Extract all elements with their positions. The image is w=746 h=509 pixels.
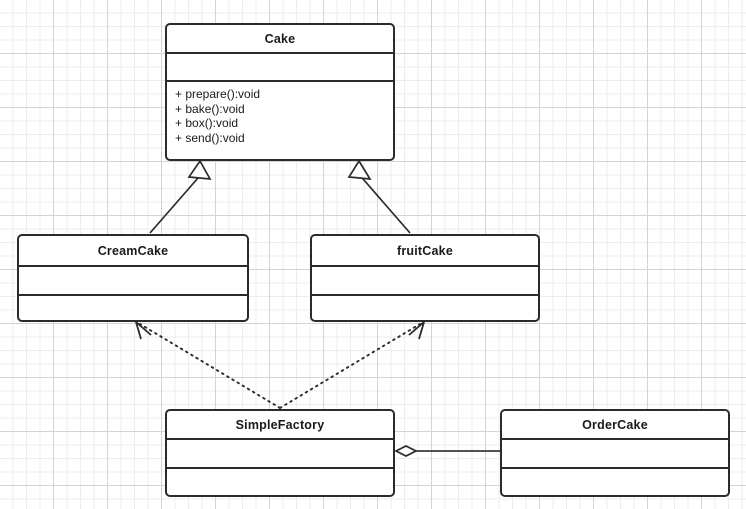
- dependency-simplefactory-to-fruitcake: [279, 319, 426, 409]
- class-attributes-fruitcake: [312, 267, 538, 296]
- hollow-diamond: [394, 445, 418, 457]
- class-operations-creamcake: [19, 296, 247, 320]
- open-arrowhead: [134, 319, 152, 340]
- class-name-ordercake: OrderCake: [502, 411, 728, 440]
- class-box-creamcake[interactable]: CreamCake: [17, 234, 249, 322]
- class-attributes-cake: [167, 54, 393, 82]
- class-name-cake: Cake: [167, 25, 393, 54]
- generalization-fruitcake-to-cake: [347, 159, 411, 234]
- class-operations-simplefactory: [167, 469, 393, 495]
- class-operations-ordercake: [502, 469, 728, 495]
- class-attributes-ordercake: [502, 440, 728, 469]
- dependency-simplefactory-to-creamcake: [134, 319, 281, 409]
- hollow-triangle-arrowhead: [187, 159, 212, 180]
- aggregation-ordercake-to-simplefactory: [394, 445, 500, 457]
- class-name-creamcake: CreamCake: [19, 236, 247, 267]
- class-operations-cake: + prepare():void + bake():void + box():v…: [175, 87, 261, 145]
- class-name-fruitcake: fruitCake: [312, 236, 538, 267]
- open-arrowhead: [408, 319, 426, 340]
- class-attributes-creamcake: [19, 267, 247, 296]
- hollow-triangle-arrowhead: [347, 159, 372, 181]
- class-operations-fruitcake: [312, 296, 538, 320]
- generalization-creamcake-to-cake: [149, 159, 212, 234]
- class-box-simplefactory[interactable]: SimpleFactory: [165, 409, 395, 497]
- class-name-simplefactory: SimpleFactory: [167, 411, 393, 440]
- class-box-ordercake[interactable]: OrderCake: [500, 409, 730, 497]
- class-box-cake[interactable]: Cake + prepare():void + bake():void + bo…: [165, 23, 395, 161]
- class-attributes-simplefactory: [167, 440, 393, 469]
- class-box-fruitcake[interactable]: fruitCake: [310, 234, 540, 322]
